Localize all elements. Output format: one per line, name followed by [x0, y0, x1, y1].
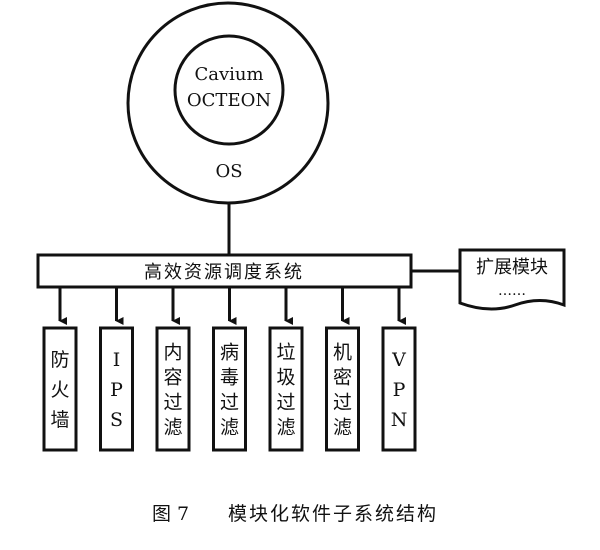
module-label-char: I: [113, 349, 121, 371]
cavium-label: Cavium: [194, 64, 263, 85]
module-box: [268, 326, 304, 452]
module-label-char: 滤: [276, 417, 295, 439]
module-label-char: S: [110, 409, 123, 431]
module-label-char: 病: [220, 342, 239, 364]
module-label-char: 过: [163, 392, 182, 414]
cavium-octeon-inner-circle: [173, 34, 285, 146]
module-label-char: P: [110, 379, 123, 401]
module-box: [42, 326, 78, 452]
extension-module-dots: ……: [498, 283, 526, 299]
module-label-char: 过: [276, 392, 295, 414]
module-label-char: 防: [50, 349, 69, 371]
module-box: [325, 326, 360, 452]
octeon-label: OCTEON: [187, 90, 271, 111]
module-label-char: 圾: [276, 367, 295, 389]
module-label-char: N: [391, 409, 408, 431]
module-box: [99, 326, 134, 452]
module-label-char: 密: [333, 367, 352, 389]
module-label-char: 滤: [333, 417, 352, 439]
extension-module-shape: [458, 248, 566, 311]
module-7: VPN: [381, 287, 417, 452]
module-label-char: 容: [163, 367, 182, 389]
module-label-char: 机: [333, 342, 352, 364]
module-label-char: 过: [220, 392, 239, 414]
module-box: [155, 326, 191, 452]
figure-title: 模块化软件子系统结构: [228, 503, 438, 525]
module-label-char: P: [393, 379, 406, 401]
module-label-char: 毒: [220, 367, 239, 389]
figure-caption: 图 7 模块化软件子系统结构: [152, 503, 438, 525]
os-core: Cavium OCTEON OS: [126, 1, 330, 205]
scheduler: 高效资源调度系统: [36, 253, 413, 289]
module-box: [212, 326, 247, 452]
module-label-char: 滤: [220, 417, 239, 439]
figure-number: 图 7: [152, 503, 189, 525]
extension-module: 扩展模块 ……: [458, 248, 566, 311]
extension-module-title: 扩展模块: [476, 257, 548, 278]
module-label-char: 内: [163, 342, 182, 364]
module-label-char: 墙: [50, 409, 69, 431]
module-box: [381, 326, 417, 452]
module-1: 防火墙: [42, 287, 78, 452]
scheduler-box: [36, 253, 413, 289]
module-label-char: 火: [50, 379, 69, 401]
module-label-char: 过: [333, 392, 352, 414]
module-label-char: 滤: [163, 417, 182, 439]
module-label-char: 垃: [276, 342, 295, 364]
scheduler-label: 高效资源调度系统: [144, 262, 304, 283]
os-label: OS: [215, 161, 242, 182]
module-label-char: V: [391, 349, 406, 371]
module-2: IPS: [99, 287, 134, 452]
